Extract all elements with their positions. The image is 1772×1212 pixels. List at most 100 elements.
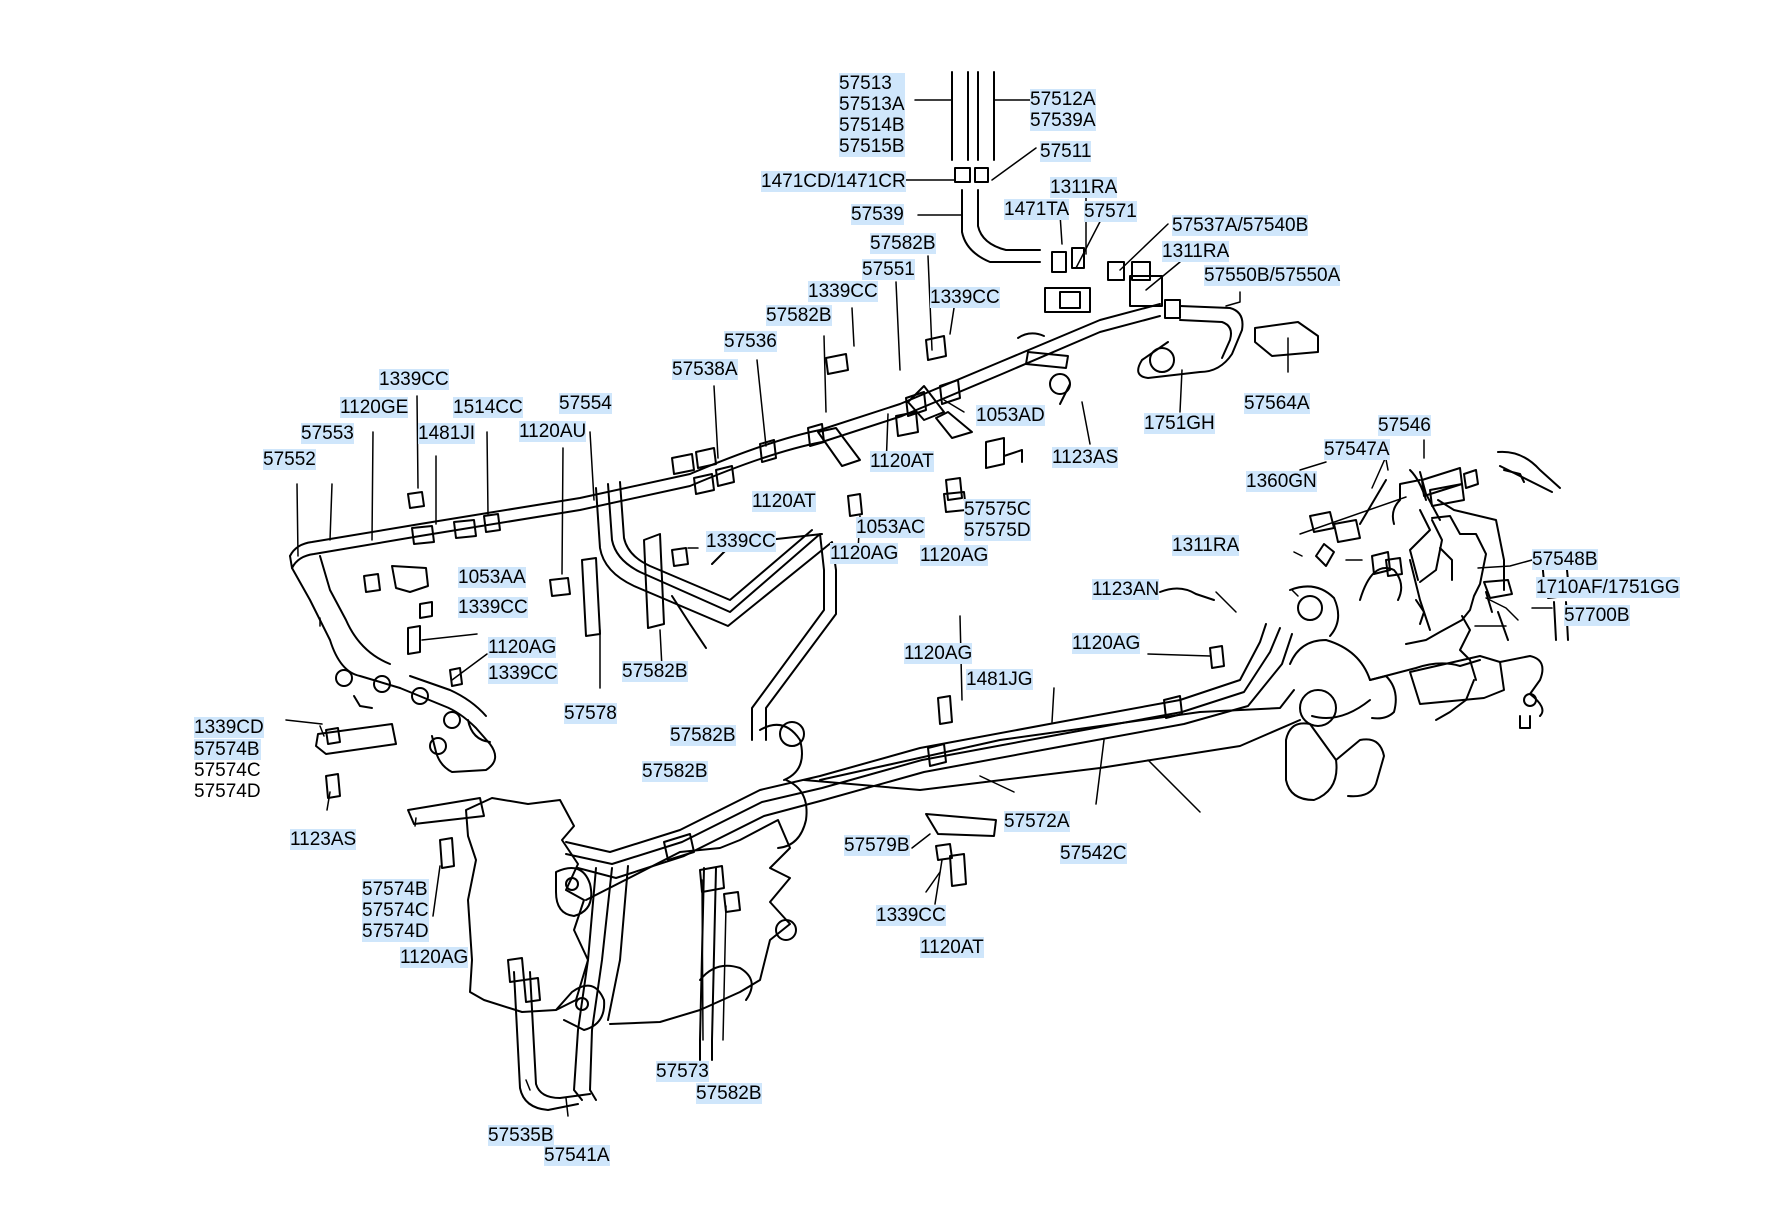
part-number: 1053AD: [976, 405, 1045, 426]
part-number: 1120AG: [830, 543, 899, 564]
part-number: 57539: [851, 204, 904, 225]
master-cylinder-pipes: [951, 71, 1041, 263]
callout-1481ji[interactable]: 1481JI: [414, 422, 479, 445]
callout-1120ag-b[interactable]: 1120AG: [916, 544, 992, 567]
callout-57582b-e[interactable]: 57582B: [638, 760, 712, 783]
callout-1120ge[interactable]: 1120GE: [336, 396, 412, 419]
callout-57511[interactable]: 57511: [1036, 140, 1095, 163]
callout-57553[interactable]: 57553: [297, 422, 358, 445]
callout-57542c[interactable]: 57542C: [1056, 842, 1131, 865]
callout-57539[interactable]: 57539: [847, 203, 908, 226]
callout-1120ag-d[interactable]: 1120AG: [484, 636, 560, 659]
callout-1120ag-c[interactable]: 1120AG: [1068, 632, 1144, 655]
callout-1514cc[interactable]: 1514CC: [449, 396, 527, 419]
callout-57571[interactable]: 57571: [1080, 200, 1141, 223]
callout-57552[interactable]: 57552: [259, 448, 320, 471]
callout-1339cd[interactable]: 1339CD: [190, 716, 268, 739]
callout-57541a[interactable]: 57541A: [540, 1144, 614, 1167]
callout-1471cd-1471cr[interactable]: 1471CD/1471CR: [757, 170, 910, 193]
callout-57564a[interactable]: 57564A: [1240, 392, 1314, 415]
callout-57579b[interactable]: 57579B: [840, 834, 914, 857]
callout-1123an[interactable]: 1123AN: [1088, 578, 1163, 601]
callout-1123as-left[interactable]: 1123AS: [286, 828, 360, 851]
callout-1120at-b[interactable]: 1120AT: [748, 490, 820, 513]
part-number: 57515B: [839, 136, 905, 157]
callout-1120ag-f[interactable]: 1120AG: [396, 946, 472, 969]
callout-57700b[interactable]: 57700B: [1560, 604, 1634, 627]
part-number: 57578: [564, 703, 617, 724]
callout-1123as-top[interactable]: 1123AS: [1048, 446, 1122, 469]
callout-1751gh[interactable]: 1751GH: [1140, 412, 1219, 435]
callout-57536[interactable]: 57536: [720, 330, 781, 353]
callout-1053aa[interactable]: 1053AA: [454, 566, 530, 589]
transmission-housing: [465, 721, 808, 1031]
proportioning-valve-fittings: [1044, 247, 1319, 405]
part-number: 57539A: [1030, 110, 1096, 131]
callout-1339cc-c[interactable]: 1339CC: [375, 368, 453, 391]
callout-57578[interactable]: 57578: [560, 702, 621, 725]
callout-57573[interactable]: 57573: [652, 1060, 713, 1083]
part-number: 57535B: [488, 1125, 554, 1146]
callout-57582b-b[interactable]: 57582B: [762, 304, 836, 327]
callout-57582b-d[interactable]: 57582B: [666, 724, 740, 747]
callout-1339cc-f[interactable]: 1339CC: [484, 662, 562, 685]
part-number: 57547A: [1324, 439, 1390, 460]
part-number: 1120AG: [1072, 633, 1141, 654]
callout-1339cc-b[interactable]: 1339CC: [926, 286, 1004, 309]
callout-57547a[interactable]: 57547A: [1320, 438, 1394, 461]
callout-57572a[interactable]: 57572A: [1000, 810, 1074, 833]
part-number: 57582B: [670, 725, 736, 746]
callout-57546[interactable]: 57546: [1374, 414, 1435, 437]
callout-1120au[interactable]: 1120AU: [515, 420, 590, 443]
part-number: 57513: [839, 73, 905, 94]
callout-57548b[interactable]: 57548B: [1528, 548, 1602, 571]
callout-1120at-c[interactable]: 1120AT: [916, 936, 988, 959]
callout-1053ad[interactable]: 1053AD: [972, 404, 1049, 427]
callout-1120at-a[interactable]: 1120AT: [866, 450, 938, 473]
part-number: 57575C: [964, 499, 1031, 520]
lower-brake-pipe-run: [507, 623, 1301, 1111]
callout-1053ac[interactable]: 1053AC: [852, 516, 929, 539]
callout-57535b[interactable]: 57535B: [484, 1124, 558, 1147]
callout-1339cc-g[interactable]: 1339CC: [872, 904, 950, 927]
callout-1481jg[interactable]: 1481JG: [962, 668, 1037, 691]
callout-57582b-c[interactable]: 57582B: [618, 660, 692, 683]
upper-run-fittings: [411, 379, 961, 545]
callout-57550b-57550a[interactable]: 57550B/57550A: [1200, 264, 1344, 287]
callout-57582b-f[interactable]: 57582B: [692, 1082, 766, 1105]
callout-1120ag-a[interactable]: 1120AG: [826, 542, 902, 565]
callout-57551[interactable]: 57551: [858, 258, 919, 281]
part-number: 57511: [1040, 141, 1092, 162]
part-number: 1120AG: [400, 947, 469, 968]
part-number: 57582B: [642, 761, 708, 782]
part-number: 1339CC: [706, 531, 776, 552]
part-number: 57536: [724, 331, 777, 352]
part-number: 1120AU: [519, 421, 587, 442]
part-number: 57582B: [766, 305, 832, 326]
callout-1471ta[interactable]: 1471TA: [1000, 198, 1073, 221]
callout-1339cc-e[interactable]: 1339CC: [454, 596, 532, 619]
part-number: 1481JG: [966, 669, 1033, 690]
callout-57537a-57540b[interactable]: 57537A/57540B: [1168, 214, 1312, 237]
callout-1360gn[interactable]: 1360GN: [1242, 470, 1321, 493]
center-crossover-pipes: [595, 481, 837, 741]
callout-1311ra-mid[interactable]: 1311RA: [1158, 240, 1233, 263]
part-number: 1311RA: [1172, 535, 1240, 556]
callout-1710af-1751gg[interactable]: 1710AF/1751GG: [1532, 576, 1684, 599]
part-number: 57574C: [362, 900, 429, 921]
callout-1339cc-a[interactable]: 1339CC: [804, 280, 882, 303]
part-number: 1120AG: [488, 637, 557, 658]
callout-1311ra-top[interactable]: 1311RA: [1046, 176, 1121, 199]
callout-57582b-top[interactable]: 57582B: [866, 232, 940, 255]
callout-1311ra-right[interactable]: 1311RA: [1168, 534, 1243, 557]
bracket-and-fastener-parts: [315, 291, 1403, 887]
callout-1120ag-e[interactable]: 1120AG: [900, 642, 976, 665]
callout-57538a[interactable]: 57538A: [668, 358, 742, 381]
callout-57554[interactable]: 57554: [555, 392, 616, 415]
callout-1339cc-d[interactable]: 1339CC: [702, 530, 780, 553]
